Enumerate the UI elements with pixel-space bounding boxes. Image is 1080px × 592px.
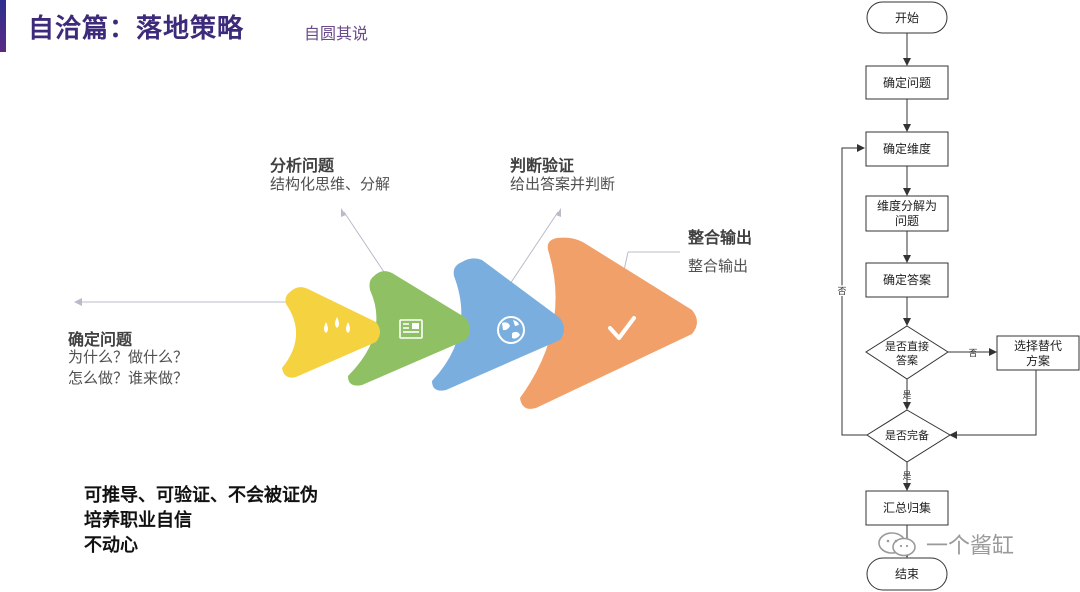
node-complete	[866, 409, 951, 463]
checkmark-icon	[608, 316, 636, 340]
step3-desc-line1: 给出答案并判断	[510, 175, 616, 193]
step4-orange-arrow	[520, 237, 697, 409]
connector-arrowhead-step3	[556, 208, 561, 217]
connector-arrowhead-step1	[74, 298, 82, 306]
process-arrows-diagram	[74, 208, 697, 409]
node-define-problem-label: 确定问题	[883, 75, 931, 90]
watermark: 一个酱缸	[876, 528, 1014, 560]
wechat-icon	[878, 532, 916, 557]
node-decompose	[865, 195, 949, 232]
bottom-note: 可推导、可验证、不会被证伪 培养职业自信 不动心	[84, 483, 318, 558]
node-define-dimension-label: 确定维度	[883, 141, 931, 156]
step3-blue-arrow	[432, 258, 564, 391]
node-decompose-label-line1: 维度分解为	[877, 198, 937, 213]
title-accent-bar	[0, 0, 6, 52]
flow-edges	[841, 33, 1037, 558]
node-alternative	[996, 335, 1080, 371]
document-icon	[399, 319, 423, 339]
node-complete-label: 是否完备	[885, 428, 929, 442]
page-title: 自洽篇：落地策略	[28, 14, 245, 44]
node-direct-answer-label-line2: 答案	[896, 353, 918, 367]
edge-complete-no-loop	[841, 144, 867, 436]
step1-desc-line2: 怎么做？谁来做？	[68, 369, 189, 387]
globe-icon	[497, 316, 525, 344]
step1-yellow-arrow	[282, 287, 380, 378]
step1-desc-line1: 为什么？做什么？	[68, 348, 189, 366]
water-drops-icon	[324, 317, 350, 333]
node-summary-label: 汇总归集	[883, 500, 931, 515]
step4-desc-line1: 整合输出	[688, 257, 749, 275]
step2-title: 分析问题	[270, 156, 335, 175]
connector-arrowhead-step2	[341, 208, 346, 217]
node-end	[866, 557, 948, 591]
page-subtitle: 自圆其说	[304, 24, 369, 43]
node-define-problem	[865, 65, 949, 100]
step1-title: 确定问题	[68, 330, 133, 349]
node-alternative-label-line2: 方案	[1026, 353, 1050, 368]
node-define-answer-label: 确定答案	[883, 272, 931, 287]
node-alternative-label-line1: 选择替代	[1014, 339, 1062, 353]
node-direct-answer	[865, 325, 949, 380]
node-define-answer	[865, 262, 949, 298]
bottom-note-line1: 可推导、可验证、不会被证伪	[84, 485, 318, 506]
edge-label-yes-complete: 是	[902, 471, 911, 482]
node-start	[866, 1, 948, 34]
edge-alternative-to-complete	[949, 370, 1037, 439]
flowchart: 开始 确定问题 确定维度 维度分解为 问题 确定答案 是否直接 答案 选择替代 …	[836, 1, 1080, 591]
connector-markers	[74, 208, 622, 306]
step3-title: 判断验证	[510, 156, 575, 175]
edge-label-no-loop: 否	[837, 286, 846, 297]
node-direct-answer-label-line1: 是否直接	[885, 339, 929, 353]
edge-label-no-direct: 否	[968, 348, 977, 359]
node-define-dimension	[865, 131, 949, 167]
node-start-label: 开始	[895, 11, 919, 25]
node-summary	[865, 490, 949, 526]
bottom-note-line2: 培养职业自信	[84, 510, 192, 531]
bottom-note-line3: 不动心	[84, 535, 138, 556]
step4-title: 整合输出	[688, 228, 753, 247]
step2-desc-line1: 结构化思维、分解	[270, 175, 391, 193]
edge-label-yes-direct: 是	[902, 390, 911, 401]
watermark-text: 一个酱缸	[926, 534, 1015, 559]
node-end-label: 结束	[895, 567, 919, 581]
node-decompose-label-line2: 问题	[895, 214, 919, 228]
